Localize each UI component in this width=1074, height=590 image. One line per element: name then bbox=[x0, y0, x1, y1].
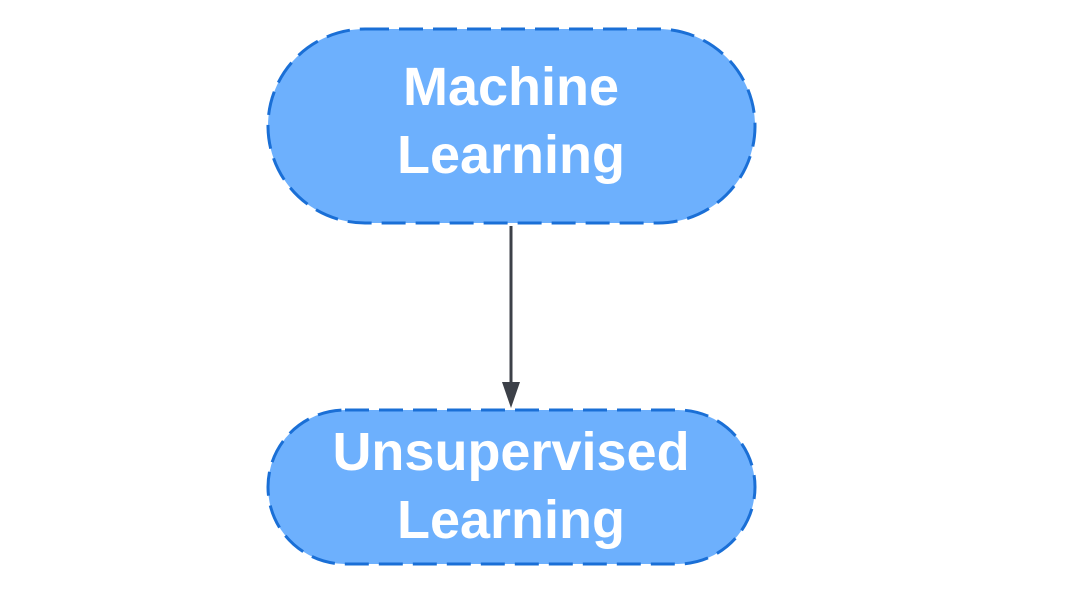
node-label-line-2: Learning bbox=[397, 490, 625, 550]
arrow-head-icon bbox=[502, 382, 520, 408]
node-shape bbox=[266, 408, 757, 566]
edge-ml-to-unsupervised bbox=[502, 226, 520, 408]
node-unsupervised-learning[interactable]: Unsupervised Learning bbox=[266, 408, 757, 566]
node-label-line-1: Unsupervised bbox=[332, 422, 689, 482]
node-machine-learning[interactable]: Machine Learning bbox=[266, 27, 757, 225]
node-label-line-2: Learning bbox=[397, 125, 625, 185]
node-label-line-1: Machine bbox=[403, 57, 619, 117]
node-shape bbox=[266, 27, 757, 225]
